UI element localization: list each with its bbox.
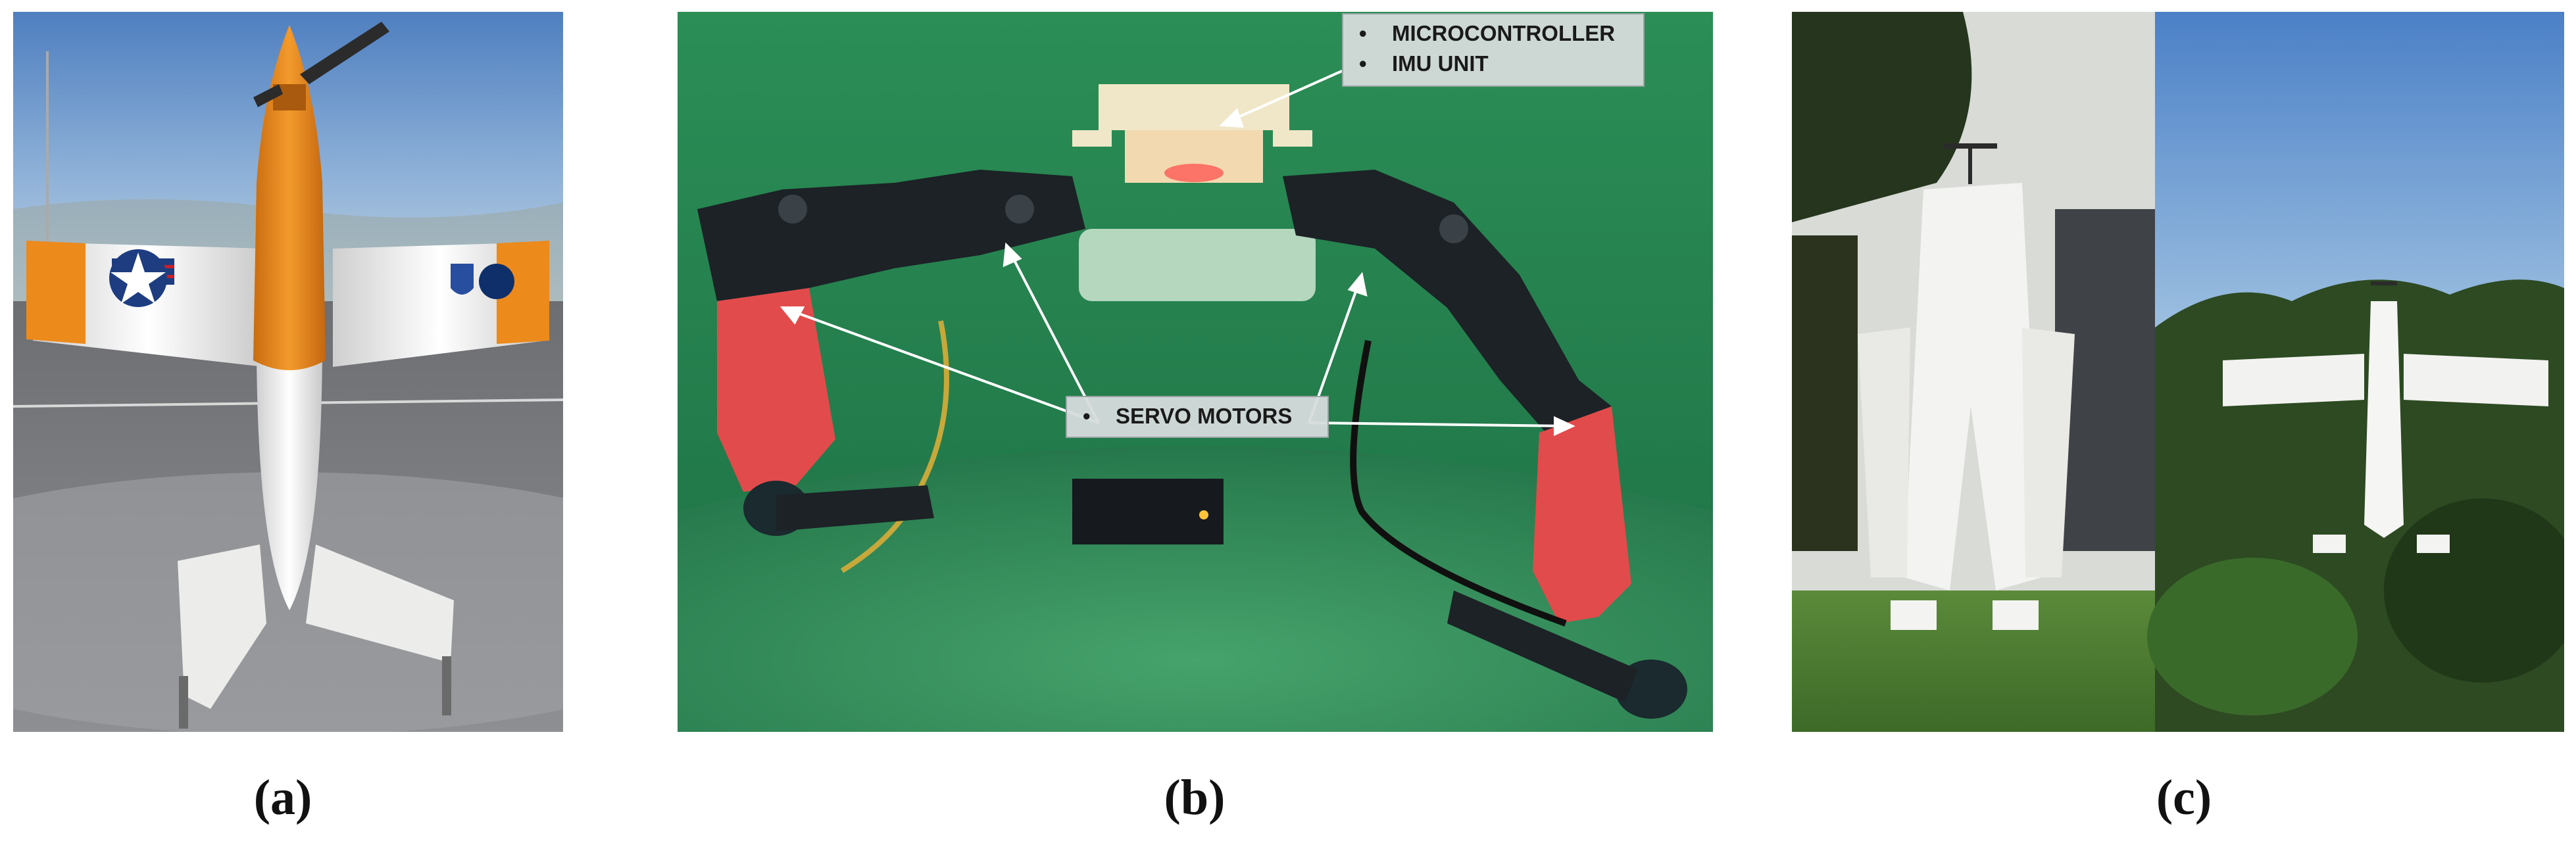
panel-a-photo bbox=[13, 12, 563, 732]
bullet-glyph: • bbox=[1359, 51, 1367, 76]
tailsitter-drone-image bbox=[13, 12, 563, 732]
bullet-glyph: • bbox=[1083, 404, 1091, 428]
hovering-drones-image bbox=[1792, 12, 2564, 732]
servo-motors-callout: •SERVO MOTORS bbox=[1066, 396, 1329, 438]
panel-b-photo bbox=[678, 12, 1713, 732]
microcontroller-imu-callout: •MICROCONTROLLER •IMU UNIT bbox=[1342, 13, 1645, 87]
caption-c: (c) bbox=[2156, 770, 2212, 825]
caption-a: (a) bbox=[253, 770, 312, 825]
callout-line-microcontroller: •MICROCONTROLLER bbox=[1359, 18, 1626, 49]
robot-legs-image bbox=[678, 12, 1713, 732]
bullet-glyph: • bbox=[1359, 21, 1367, 45]
panel-c-photo bbox=[1792, 12, 2564, 732]
caption-b: (b) bbox=[1164, 770, 1226, 825]
callout-line-imu-unit: •IMU UNIT bbox=[1359, 49, 1626, 79]
